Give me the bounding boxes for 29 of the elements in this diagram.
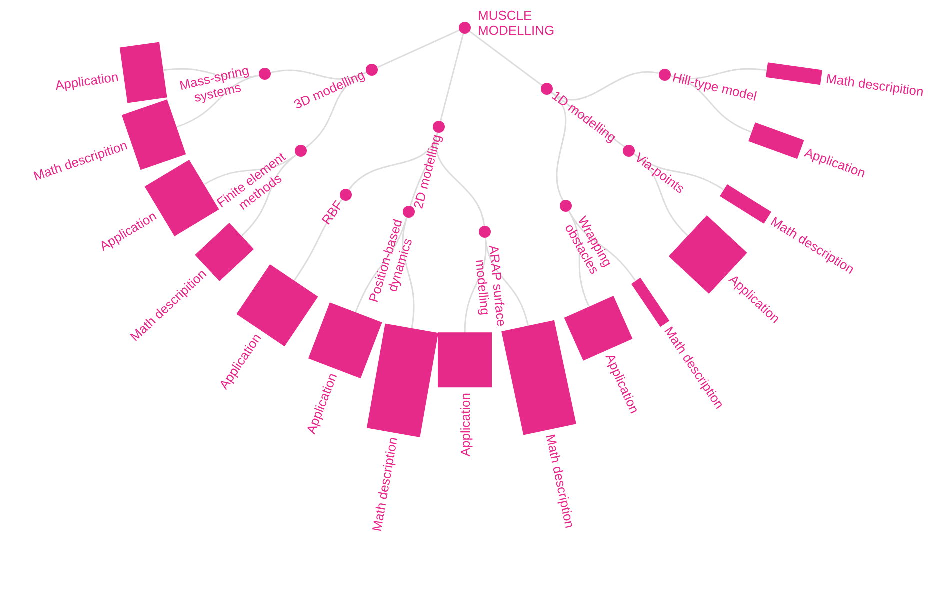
bar-label: Application (54, 69, 120, 93)
bar-label: Math description (544, 433, 579, 530)
node-label: 2D modelling (410, 134, 444, 211)
connector-line (402, 217, 415, 328)
node-label: MUSCLE MODELLING (478, 8, 558, 38)
connector-line (551, 92, 567, 202)
node-label: Hill-type model (672, 70, 759, 104)
bar-label: Math descripition (825, 71, 925, 100)
connector-line (203, 154, 297, 186)
connector-line (670, 68, 768, 80)
connector-line (176, 74, 260, 128)
connector-line (294, 199, 343, 282)
connector-line (634, 154, 689, 237)
connector-line (568, 211, 636, 282)
connector-line (551, 71, 659, 101)
connector-line (484, 238, 530, 327)
connector-line (377, 30, 460, 68)
connector-line (670, 75, 752, 133)
connector-line (306, 72, 367, 148)
connector-line (241, 154, 297, 237)
connector-line (440, 34, 464, 122)
bar-label: Application (458, 393, 472, 457)
connector-line (469, 30, 542, 86)
connector-line (355, 217, 408, 314)
connector-line (634, 153, 724, 190)
node-label: Mass-spring systems (173, 62, 260, 110)
node-label: ARAP surface modelling (470, 240, 510, 334)
bar-label: Math description (368, 436, 400, 533)
connector-line (435, 132, 486, 226)
